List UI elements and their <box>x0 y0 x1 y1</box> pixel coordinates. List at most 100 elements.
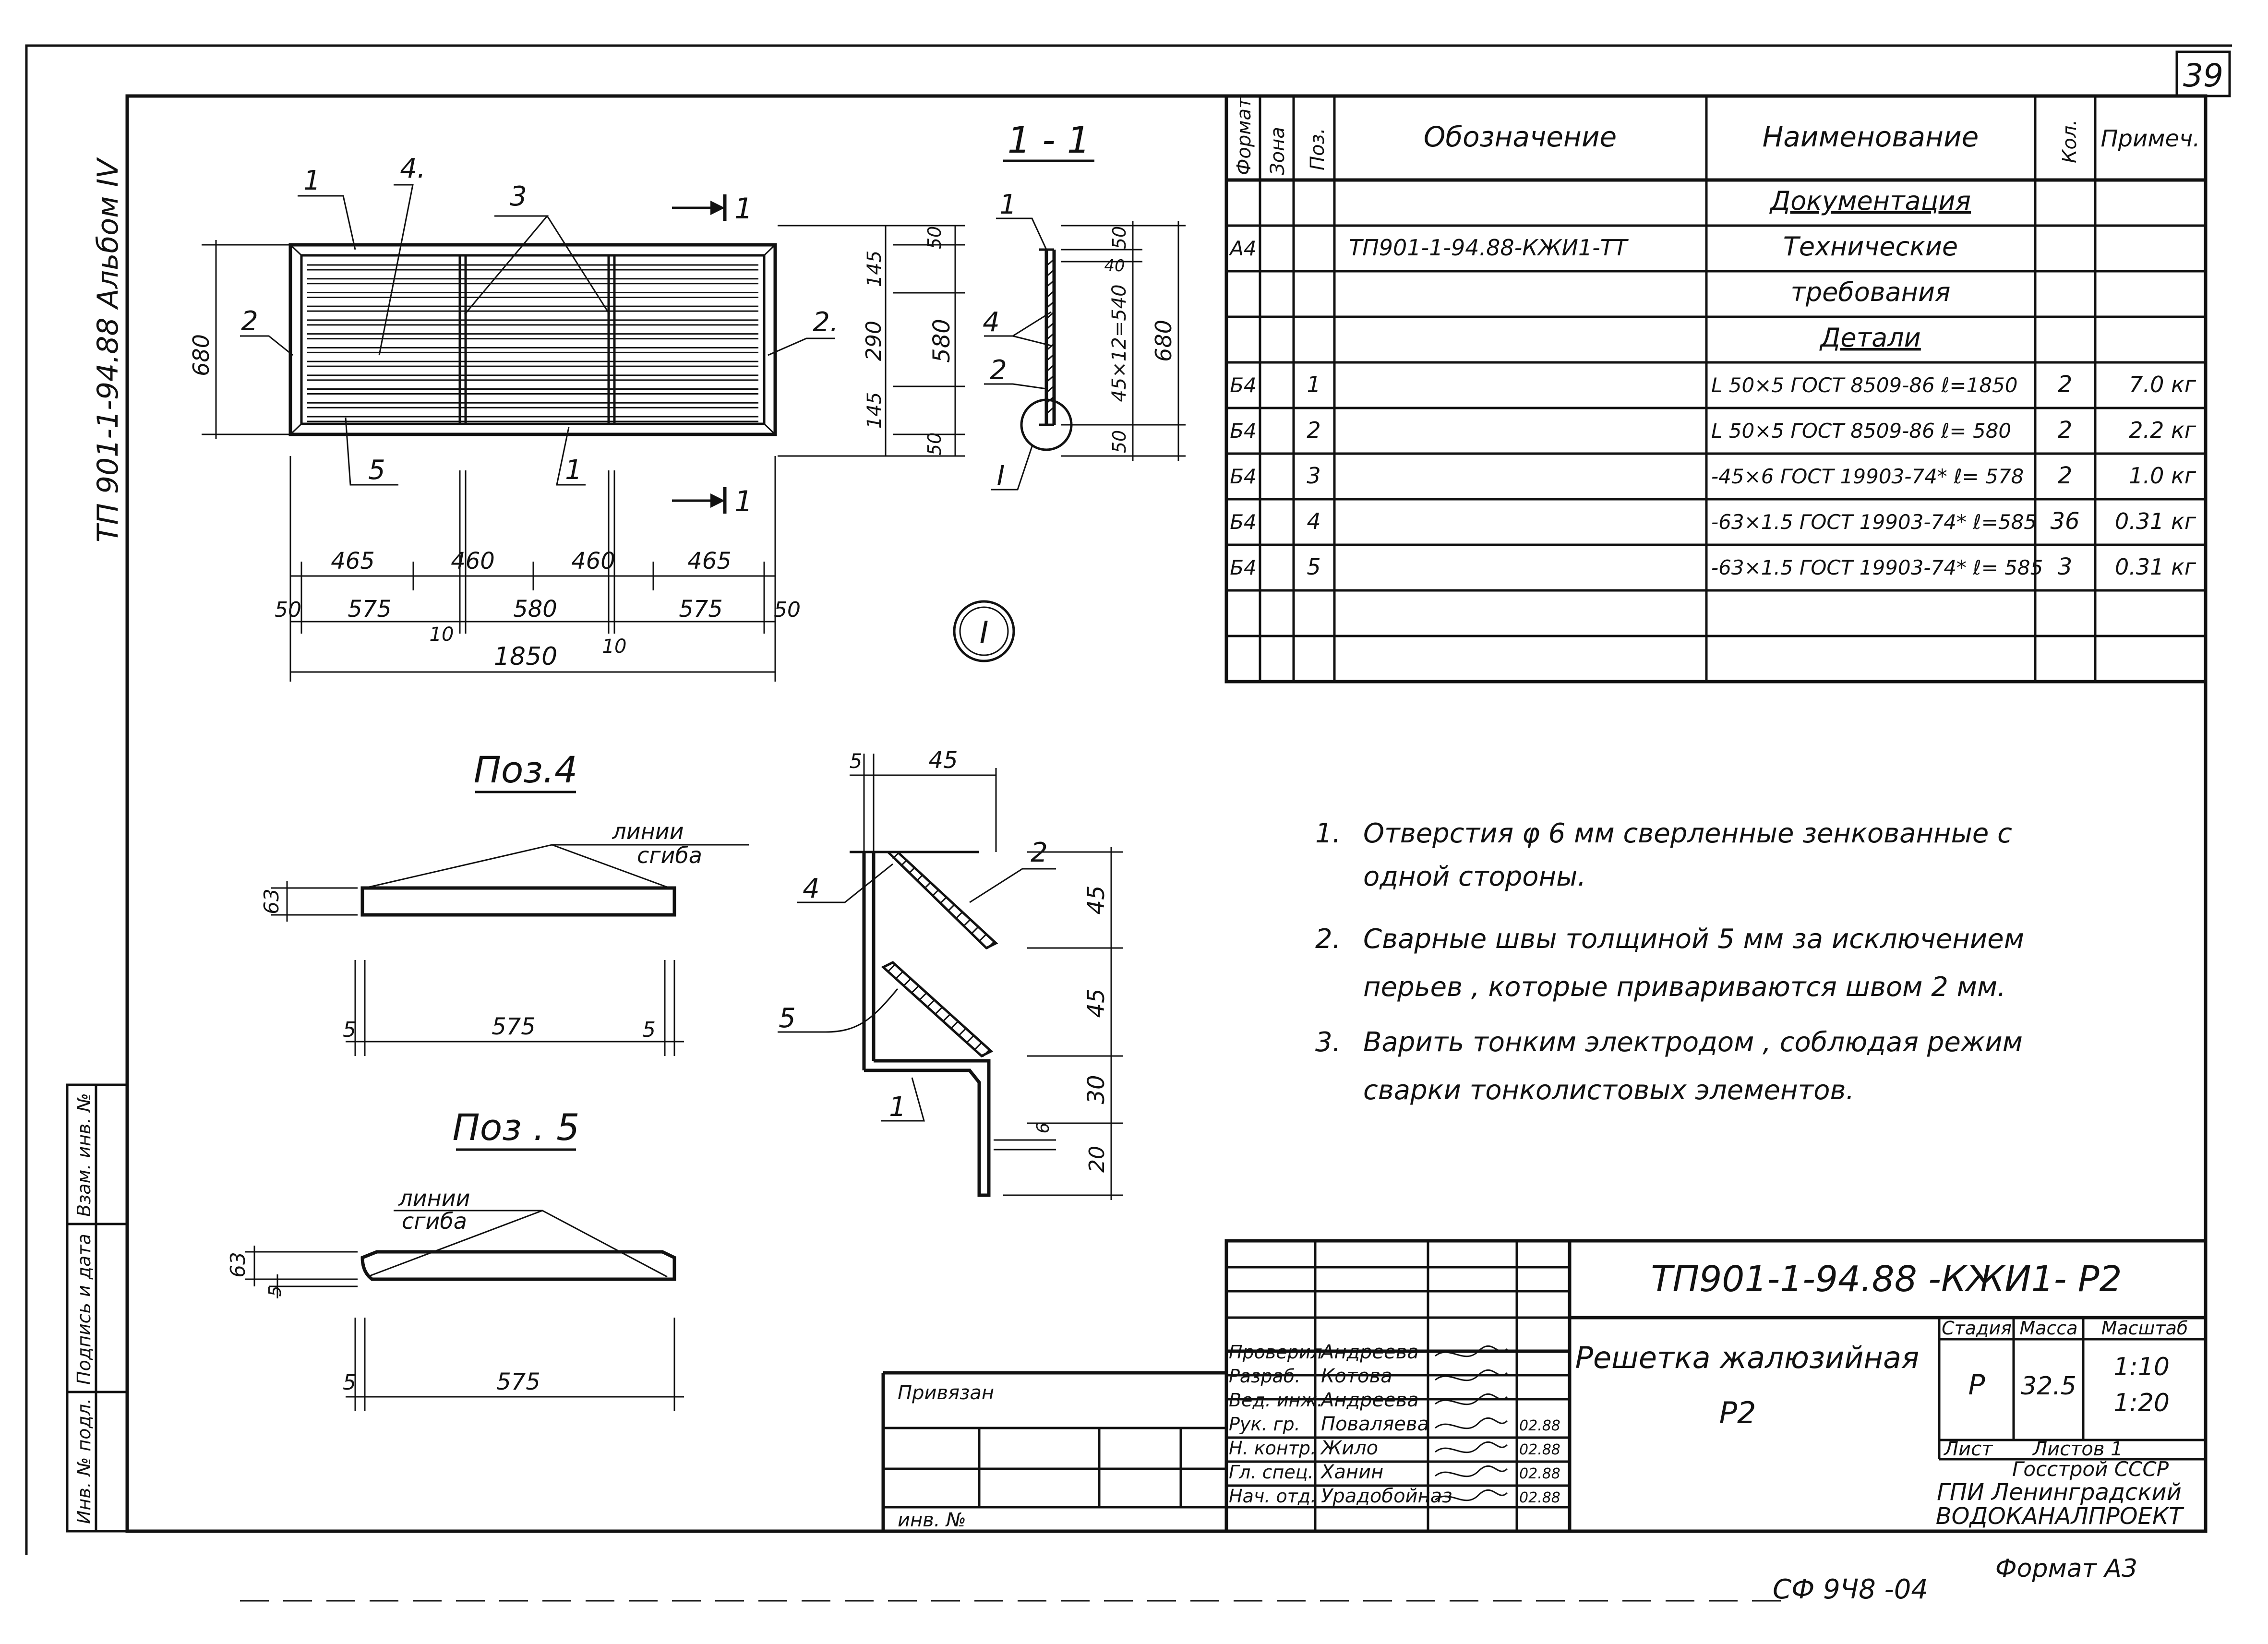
scale-header: Масштаб <box>2101 1318 2188 1339</box>
plan-dim-bottom-2: 575 <box>348 596 392 623</box>
detail-hatch-mark <box>958 1028 966 1036</box>
spec-cell-format: Б4 <box>1230 373 1257 397</box>
detail-slat-hatch <box>887 851 995 1057</box>
spec-cell-name: требования <box>1790 277 1950 307</box>
spec-cell-name: L 50×5 ГОСТ 8509-86 ℓ= 580 <box>1711 419 2011 443</box>
role-label: Разраб. <box>1229 1366 1300 1387</box>
signature-mark <box>1435 1369 1508 1381</box>
detail-hatch-mark <box>979 934 987 942</box>
section-dim-680: 680 <box>1151 320 1176 362</box>
plan-dim-right-5: 50 <box>924 432 945 456</box>
section-dimension-lines <box>1061 221 1186 461</box>
detail-callout-label: I <box>980 615 989 651</box>
spec-cell-name: Технические <box>1783 231 1958 262</box>
stage-header: Стадия <box>1942 1318 2012 1339</box>
section-leader-4: 4 <box>983 307 1000 338</box>
spec-header-designation: Обозначение <box>1424 120 1617 153</box>
detail-leader-lines <box>778 863 1056 1122</box>
plan-dim-top-1: 465 <box>331 548 375 575</box>
spec-row-lines <box>1226 224 2206 637</box>
spec-cell-format: Б4 <box>1230 465 1257 488</box>
spec-cell-qty: 2 <box>2058 417 2073 444</box>
spec-cell-qty: 36 <box>2050 508 2079 535</box>
detail-hatch-mark <box>947 904 955 912</box>
spec-cell-format: А4 <box>1228 237 1256 260</box>
plan-dim-right-1: 50 <box>924 226 945 249</box>
role-label: Рук. гр. <box>1229 1414 1300 1435</box>
section-dim-540: 45×12=540 <box>1108 284 1130 402</box>
section-hatch-mark <box>1046 364 1055 372</box>
plan-view <box>288 243 777 436</box>
sheets-label: Листов 1 <box>2032 1438 2123 1460</box>
spec-cell-note: 2.2 кг <box>2129 417 2196 443</box>
spec-cell-pos: 1 <box>1307 372 1320 397</box>
detail-dim-5: 5 <box>850 749 863 773</box>
role-date: 02.88 <box>1519 1489 1560 1506</box>
detail-dim-45-a: 45 <box>1083 885 1110 914</box>
stage-value: Р <box>1968 1368 1985 1401</box>
note-text: одной стороны. <box>1363 861 1586 892</box>
pos5-dim-5-left: 5 <box>343 1370 356 1395</box>
plan-dim-top-4: 465 <box>687 548 732 575</box>
section-hatch-mark <box>1046 279 1055 288</box>
detail-dim-20: 20 <box>1085 1146 1109 1173</box>
pos5-title: Поз . 5 <box>453 1106 580 1149</box>
section-1-1-title: 1 - 1 <box>1008 119 1090 161</box>
spec-cell-format: Б4 <box>1230 556 1257 579</box>
spec-cell-format: Б4 <box>1230 419 1257 443</box>
plan-dim-top-2: 460 <box>451 548 495 575</box>
plan-dim-bottom-1: 50 <box>275 598 301 622</box>
org-line-3: ВОДОКАНАЛПРОЕКТ <box>1936 1503 2184 1530</box>
plan-dim-top-3: 460 <box>571 548 615 575</box>
pos4-note-1: линии <box>612 818 684 844</box>
detail-hatch-mark <box>931 888 940 897</box>
role-label: Проверил <box>1229 1342 1322 1363</box>
signature-mark <box>1435 1393 1508 1405</box>
pos4-dim-63: 63 <box>260 888 283 914</box>
note-number: 1. <box>1315 818 1341 849</box>
spec-cell-note: 0.31 кг <box>2115 508 2196 534</box>
pos4-drawing <box>271 844 749 1056</box>
plan-dimension-lines <box>202 225 965 682</box>
section-hatch-mark <box>1046 406 1055 415</box>
role-name: Андреева <box>1320 1341 1419 1363</box>
pos4-title: Поз.4 <box>474 748 578 791</box>
detail-hatch-mark <box>892 851 900 860</box>
plan-leader-2-right: 2. <box>813 307 838 338</box>
plan-dim-overall: 1850 <box>494 642 557 671</box>
stamp-inv-podl: Инв. № подл. <box>73 1398 95 1524</box>
pos4-dim-5-left: 5 <box>343 1018 356 1042</box>
spec-table-grid <box>1224 94 2208 684</box>
detail-leader-2: 2 <box>1031 837 1048 868</box>
section-slat-hatch <box>1046 258 1055 415</box>
spec-cell-format: Б4 <box>1230 510 1257 534</box>
role-label: Вед. инж. <box>1229 1390 1323 1411</box>
section-dim-50-bottom: 50 <box>1109 430 1130 453</box>
section-hatch-mark <box>1046 374 1055 383</box>
spec-cell-pos: 5 <box>1307 554 1320 580</box>
detail-hatch-mark <box>955 911 963 919</box>
stamp-vzam-inv: Взам. инв. № <box>73 1093 95 1217</box>
signature-mark <box>1435 1345 1508 1357</box>
role-date: 02.88 <box>1519 1417 1560 1434</box>
pos4-note-2: сгиба <box>637 842 702 868</box>
note-number: 3. <box>1315 1027 1341 1058</box>
role-label: Нач. отд. <box>1229 1486 1316 1507</box>
spec-cell-designation: ТП901-1-94.88-КЖИ1-ТТ <box>1349 235 1629 261</box>
note-number: 2. <box>1315 924 1341 955</box>
pos4-dim-575: 575 <box>492 1013 536 1040</box>
plan-dim-bottom-3: 580 <box>513 596 557 623</box>
detail-hatch-mark <box>911 985 919 994</box>
plan-leader-1-top: 1 <box>303 165 321 196</box>
section-hatch-mark <box>1046 258 1055 267</box>
note-text: перьев , которые привариваются швом 2 мм… <box>1363 972 2006 1003</box>
org-line-1: Госстрой СССР <box>2012 1457 2169 1481</box>
section-leader-I: I <box>997 460 1005 492</box>
plan-gap-1: 10 <box>430 624 454 646</box>
pos5-dim-5-height: 5 <box>265 1286 285 1297</box>
plan-leader-1-bottom: 1 <box>565 455 582 486</box>
spec-cell-name: -45×6 ГОСТ 19903-74* ℓ= 578 <box>1711 465 2024 488</box>
